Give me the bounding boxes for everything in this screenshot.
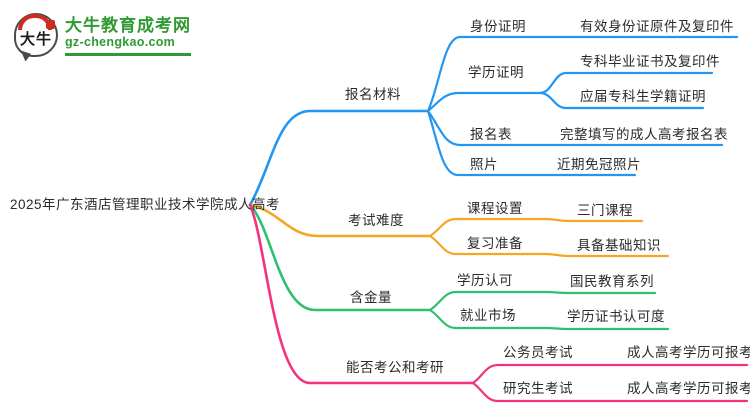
node-review-prep: 复习准备 (467, 236, 523, 251)
leaf-completed-form: 完整填写的成人高考报名表 (560, 127, 728, 142)
node-civil-service-exam: 公务员考试 (503, 345, 573, 360)
edge-civil-service (471, 363, 749, 385)
node-photo: 照片 (470, 157, 498, 172)
branch-edges-materials (248, 35, 739, 207)
leaf-basic-knowledge: 具备基础知识 (577, 238, 661, 253)
edge-postgraduate (471, 381, 749, 403)
logo-text-block: 大牛教育成考网 gz-chengkao.com (65, 13, 191, 56)
edge-main-difficulty (248, 203, 432, 238)
leaf-cert-recognition: 学历证书认可度 (567, 309, 665, 324)
leaf-identity-card: 有效身份证原件及复印件 (580, 19, 734, 34)
edge-form (426, 109, 724, 147)
leaf-eligible-postgrad: 成人高考学历可报考 (627, 381, 750, 396)
edge-student-status (538, 91, 705, 110)
edge-job-market (428, 308, 670, 331)
leaf-student-status: 应届专科生学籍证明 (580, 89, 706, 104)
edge-main-exams (248, 203, 475, 385)
leaf-three-courses: 三门课程 (577, 203, 633, 218)
edge-education-stem (426, 91, 542, 113)
leaf-eligible-civil: 成人高考学历可报考 (627, 345, 750, 360)
edge-main-value (248, 203, 432, 312)
branch-difficulty: 考试难度 (348, 213, 404, 228)
node-education-proof: 学历证明 (468, 65, 524, 80)
leaf-national-education: 国民教育系列 (570, 274, 654, 289)
branch-materials: 报名材料 (345, 87, 401, 102)
edge-main-materials (248, 109, 430, 207)
node-postgraduate-exam: 研究生考试 (503, 381, 573, 396)
edge-courses (428, 217, 644, 238)
edge-review (428, 234, 670, 258)
site-logo: 大牛 大牛教育成考网 gz-chengkao.com (14, 13, 191, 63)
branch-edges-difficulty (248, 203, 670, 258)
edge-recognition (428, 290, 657, 312)
node-job-market: 就业市场 (460, 308, 516, 323)
site-url: gz-chengkao.com (65, 35, 176, 49)
node-registration-form: 报名表 (470, 127, 512, 142)
logo-seal-icon (46, 20, 55, 29)
leaf-recent-photo: 近期免冠照片 (557, 157, 641, 172)
site-name: 大牛教育成考网 (65, 16, 191, 35)
edge-identity (426, 35, 739, 113)
edge-photo (426, 109, 637, 177)
node-course-setup: 课程设置 (467, 201, 523, 216)
logo-badge-text: 大牛 (19, 31, 52, 48)
node-degree-recognition: 学历认可 (457, 273, 513, 288)
root-node: 2025年广东酒店管理职业技术学院成人高考 (10, 197, 281, 212)
logo-badge-icon: 大牛 (14, 13, 58, 63)
branch-edges-value (248, 203, 670, 331)
leaf-diploma-copy: 专科毕业证书及复印件 (580, 54, 720, 69)
branch-exams-eligibility: 能否考公和考研 (346, 360, 444, 375)
edge-diploma (538, 71, 714, 95)
branch-edges-exams (248, 203, 749, 403)
branch-value: 含金量 (350, 290, 392, 305)
node-identity-proof: 身份证明 (470, 19, 526, 34)
